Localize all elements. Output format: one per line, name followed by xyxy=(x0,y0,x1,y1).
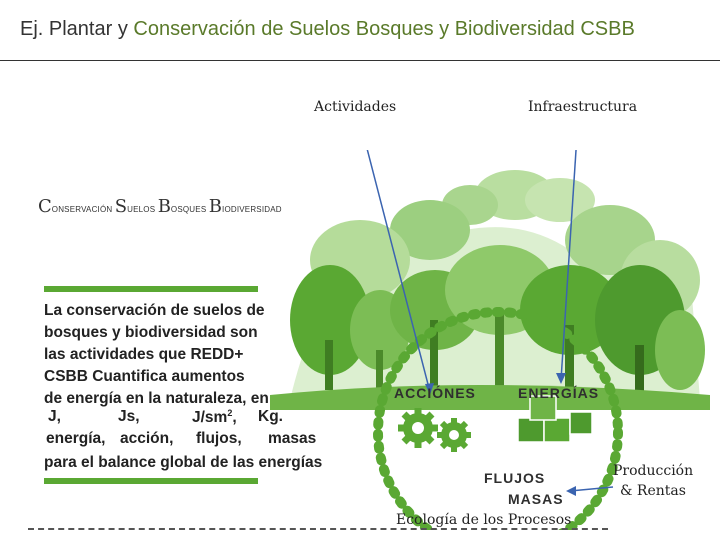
slide-title: Ej. Plantar y Conservación de Suelos Bos… xyxy=(20,18,635,41)
green-bar-top xyxy=(44,286,258,292)
energy-cubes-icon xyxy=(517,395,593,443)
label-energias: ENERGÍAS xyxy=(518,385,600,401)
logo-word-suelos: UELOS xyxy=(127,205,158,214)
green-bar-bottom xyxy=(44,478,258,484)
label-infraestructura: Infraestructura xyxy=(528,99,638,115)
label-masas: MASAS xyxy=(508,491,564,507)
quantity-energia: energía, xyxy=(46,430,106,447)
forest-illustration xyxy=(270,150,710,530)
process-circle xyxy=(373,307,623,530)
paragraph-line: CSBB Cuantifica aumentos xyxy=(44,368,245,385)
paragraph-last: para el balance global de las energías xyxy=(44,454,323,471)
title-main: Conservación de Suelos Bosques y Biodive… xyxy=(133,18,635,40)
csbb-logo: CONSERVACIÓN SUELOS BOSQUES BIODIVERSIDA… xyxy=(38,196,282,217)
paragraph-line: de energía en la naturaleza, en xyxy=(44,390,269,407)
title-divider xyxy=(0,60,720,61)
bottom-dashed-line xyxy=(28,528,608,530)
label-flujos: FLUJOS xyxy=(484,470,546,486)
unit-kilogram: Kg. xyxy=(258,408,283,425)
logo-word-conservacion: ONSERVACIÓN xyxy=(51,205,115,214)
label-ecologia: Ecología de los Procesos xyxy=(396,512,572,528)
unit-joule: J, xyxy=(48,408,61,425)
label-rentas: & Rentas xyxy=(620,483,686,499)
quantity-masas: masas xyxy=(268,430,317,447)
quantity-accion: acción, xyxy=(120,430,174,447)
paragraph-line: las actividades que REDD+ xyxy=(44,346,244,363)
arrow-produccion-head xyxy=(566,486,576,496)
logo-word-biodiversidad: IODIVERSIDAD xyxy=(222,205,282,214)
label-produccion: Producción xyxy=(613,463,694,479)
unit-joule-second: Js, xyxy=(118,408,140,425)
title-prefix: Ej. Plantar y xyxy=(20,18,134,40)
logo-letter-b2: B xyxy=(208,196,223,217)
tree-cluster-front xyxy=(290,245,705,395)
arrow-produccion xyxy=(569,486,614,492)
unit-joule-per-area-time: J/sm2, xyxy=(192,408,237,427)
arrow-infraestructura xyxy=(560,150,577,381)
gears-icon xyxy=(398,408,471,452)
logo-letter-c: C xyxy=(38,196,52,217)
quantity-flujos: flujos, xyxy=(196,430,242,447)
logo-letter-b1: B xyxy=(157,196,171,217)
label-acciones: ACCIÓNES xyxy=(394,385,476,401)
paragraph-line: bosques y biodiversidad son xyxy=(44,324,258,341)
logo-letter-s: S xyxy=(114,196,128,217)
description-paragraph: La conservación de suelos de bosques y b… xyxy=(44,300,344,410)
arrow-actividades xyxy=(366,150,431,393)
arrow-actividades-head xyxy=(425,383,434,395)
paragraph-line: La conservación de suelos de xyxy=(44,302,265,319)
arrow-infraestructura-head xyxy=(556,373,566,384)
label-actividades: Actividades xyxy=(314,99,397,115)
logo-word-bosques: OSQUES xyxy=(170,205,209,214)
